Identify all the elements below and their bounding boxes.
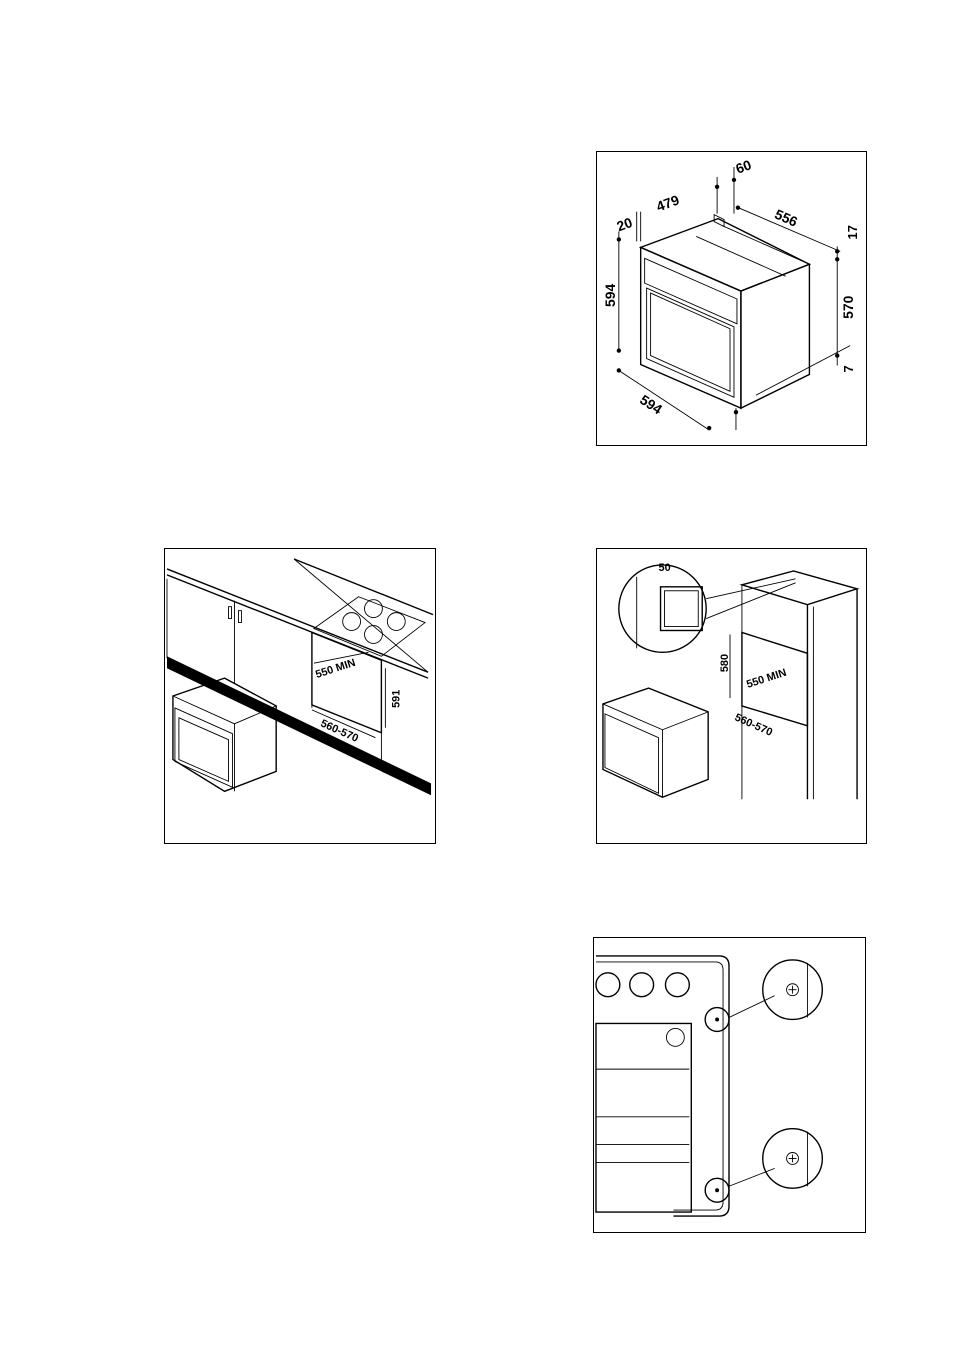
oven-top-face xyxy=(641,219,810,291)
oven-door xyxy=(647,288,734,397)
oven-front-face xyxy=(641,247,741,408)
undercounter-depth-label: 550 MIN xyxy=(314,657,357,681)
control-knob xyxy=(630,973,654,997)
dim-20-label: 20 xyxy=(614,214,634,234)
oven xyxy=(603,688,708,797)
dim-60-label: 60 xyxy=(734,156,754,176)
dim-479-label: 479 xyxy=(654,191,681,214)
column-installation-figure: 50 580 550 MIN 560-570 xyxy=(596,548,867,844)
dim-594-width-label: 594 xyxy=(637,391,665,417)
oven-dimensions-figure: 60 479 20 556 17 594 570 7 594 xyxy=(596,151,867,446)
control-knob xyxy=(596,973,620,997)
undercounter-height-label: 591 xyxy=(390,690,402,708)
dim-594-height-label: 594 xyxy=(602,284,618,307)
undercounter-installation-figure: 550 MIN 591 560-570 xyxy=(164,548,436,844)
column-top xyxy=(742,571,857,605)
control-panel xyxy=(645,258,737,324)
plinth xyxy=(167,656,431,795)
dim-556-label: 556 xyxy=(772,206,800,230)
dim-17-label: 17 xyxy=(845,225,860,239)
dim-570-label: 570 xyxy=(840,295,856,318)
column-gap-label: 50 xyxy=(659,562,671,574)
column-height-label: 580 xyxy=(719,654,731,672)
control-knob xyxy=(665,973,689,997)
column-depth-label: 550 MIN xyxy=(745,667,788,691)
cabinet-opening xyxy=(312,632,381,732)
ventilation-detail xyxy=(619,565,706,652)
column-drawing: 50 580 550 MIN 560-570 xyxy=(597,549,866,843)
column-width-label: 560-570 xyxy=(733,712,774,739)
oven-dimensions-drawing: 60 479 20 556 17 594 570 7 594 xyxy=(597,152,866,445)
undercounter-drawing: 550 MIN 591 560-570 xyxy=(165,549,435,843)
oven-side-face xyxy=(741,264,809,408)
dim-7-label: 7 xyxy=(841,365,856,372)
fixing-screws-figure xyxy=(593,937,866,1233)
screws-drawing xyxy=(594,938,865,1232)
